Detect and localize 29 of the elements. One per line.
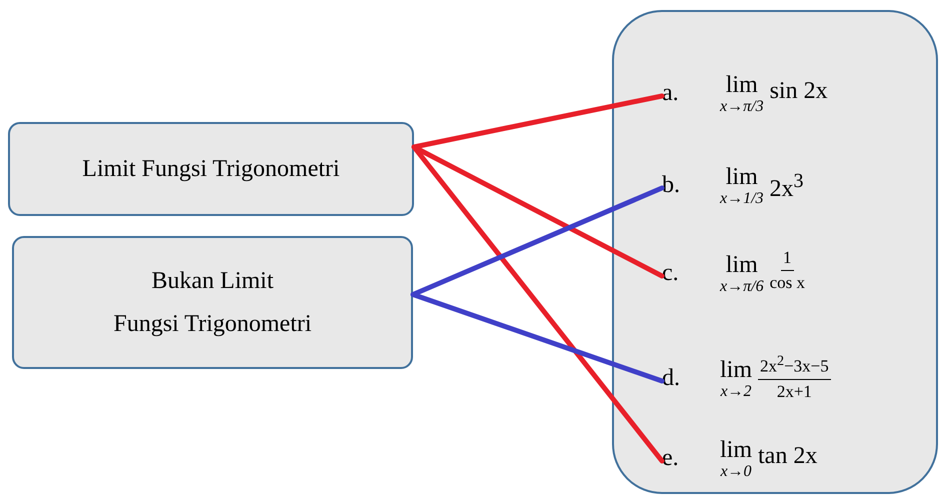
denominator: cos x	[770, 272, 805, 293]
category-box	[8, 122, 414, 216]
category-label: Bukan Limit	[152, 266, 274, 296]
connector-line	[412, 144, 664, 278]
connector-line	[410, 292, 664, 384]
rounded-panel	[612, 10, 938, 494]
category-box	[12, 236, 413, 369]
denominator: 2x+1	[776, 380, 812, 402]
limit-operator: lim	[720, 357, 752, 384]
item-letter: d.	[662, 365, 680, 392]
numerator: 1	[781, 248, 794, 271]
limit-operator: lim	[720, 437, 752, 464]
item-letter: b.	[662, 172, 680, 199]
connector-line	[412, 144, 664, 464]
function-expression: tan 2x	[758, 443, 818, 470]
limit-subscript: x→π/6	[720, 278, 764, 296]
numerator: 2x$^{2}$−3x−5	[758, 353, 831, 380]
category-label: Fungsi Trigonometri	[113, 310, 312, 338]
limit-subscript: x→1/3	[720, 190, 764, 208]
limit-operator: lim	[726, 72, 758, 98]
limit-subscript: x→0	[720, 463, 752, 482]
limit-operator: lim	[726, 252, 758, 278]
connector-line	[410, 186, 664, 297]
category-label: Limit Fungsi Trigonometri	[82, 154, 340, 184]
function-expression: sin 2x	[770, 78, 828, 105]
limit-subscript: x→π/3	[720, 98, 764, 116]
function-expression: 2x$^{3}$	[770, 170, 804, 203]
limit-operator: lim	[726, 164, 758, 190]
limit-subscript: x→2	[720, 383, 752, 402]
